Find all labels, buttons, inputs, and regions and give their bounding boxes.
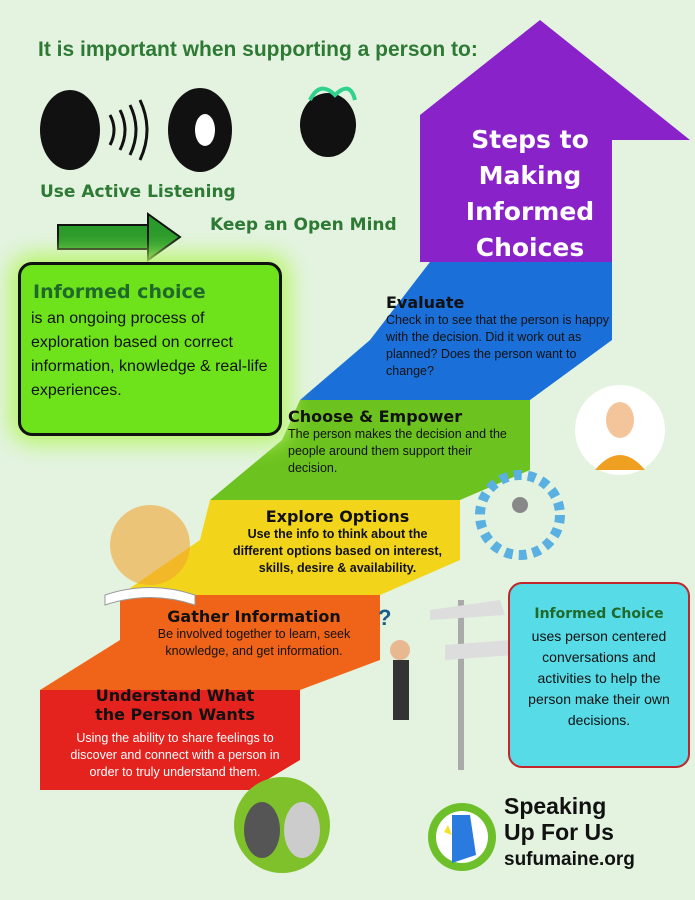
thinking-head-icon (300, 86, 357, 157)
sufu-logo (428, 803, 496, 871)
step-explore (120, 500, 460, 595)
step-explore-content: Explore Options Use the info to think ab… (225, 507, 450, 577)
step-gather (40, 595, 380, 690)
cyan-box-title: Informed Choice (534, 606, 664, 622)
speaking-head-icon (40, 90, 100, 170)
step-gather-content: Gather Information Be involved together … (134, 607, 374, 660)
step-title: Understand What the Person Wants (95, 686, 255, 724)
bubble-text: is an ongoing process of exploration bas… (31, 310, 268, 399)
title-line: Choices (475, 233, 585, 262)
person-icons-illustration (575, 385, 665, 475)
title-line: Informed (465, 197, 595, 226)
website-link[interactable]: sufumaine.org (504, 849, 635, 870)
step-evaluate (300, 262, 612, 400)
step-text: Use the info to think about the differen… (232, 527, 443, 575)
connecting-heads-icon (234, 777, 330, 873)
informed-choice-box: Informed Choice uses person centered con… (508, 582, 690, 768)
main-title: Steps to Making Informed Choices (450, 122, 610, 266)
step-text: The person makes the decision and the pe… (288, 427, 507, 475)
step-text: Using the ability to share feelings to d… (70, 731, 280, 779)
cyan-box-text: uses person centered conversations and a… (528, 628, 670, 728)
svg-text:?: ? (378, 605, 391, 630)
step-understand-content: Understand What the Person Wants Using t… (55, 686, 295, 781)
signpost-illustration (430, 600, 515, 770)
title-line: Steps to (471, 125, 589, 154)
ear-head-icon (168, 88, 232, 172)
brand-line: Speaking (504, 793, 607, 819)
green-arrow-icon (57, 212, 182, 262)
step-choose (210, 400, 530, 500)
open-mind-label: Keep an Open Mind (210, 215, 397, 235)
brand-name: Speaking Up For Us (504, 793, 614, 845)
purple-arrow (420, 20, 690, 262)
options-arrows-illustration (475, 470, 565, 560)
step-title: Gather Information (167, 607, 341, 626)
step-understand (40, 690, 300, 790)
confused-person-illustration: ? (378, 605, 410, 720)
sound-waves-icon (108, 99, 149, 161)
step-choose-content: Choose & Empower The person makes the de… (288, 407, 518, 477)
step-title: Explore Options (265, 507, 410, 526)
step-title: Evaluate (386, 293, 465, 312)
title-line: Making (478, 161, 582, 190)
informed-choice-bubble: Informed choice is an ongoing process of… (18, 262, 282, 436)
brand-line: Up For Us (504, 819, 614, 845)
learning-book-illustration (104, 505, 196, 606)
step-text: Check in to see that the person is happy… (386, 313, 610, 378)
active-listening-label: Use Active Listening (40, 182, 236, 202)
step-text: Be involved together to learn, seek know… (157, 627, 351, 658)
bubble-title: Informed choice (33, 281, 206, 303)
step-title: Choose & Empower (288, 407, 463, 426)
header-text: It is important when supporting a person… (38, 38, 478, 61)
step-evaluate-content: Evaluate Check in to see that the person… (386, 293, 616, 380)
